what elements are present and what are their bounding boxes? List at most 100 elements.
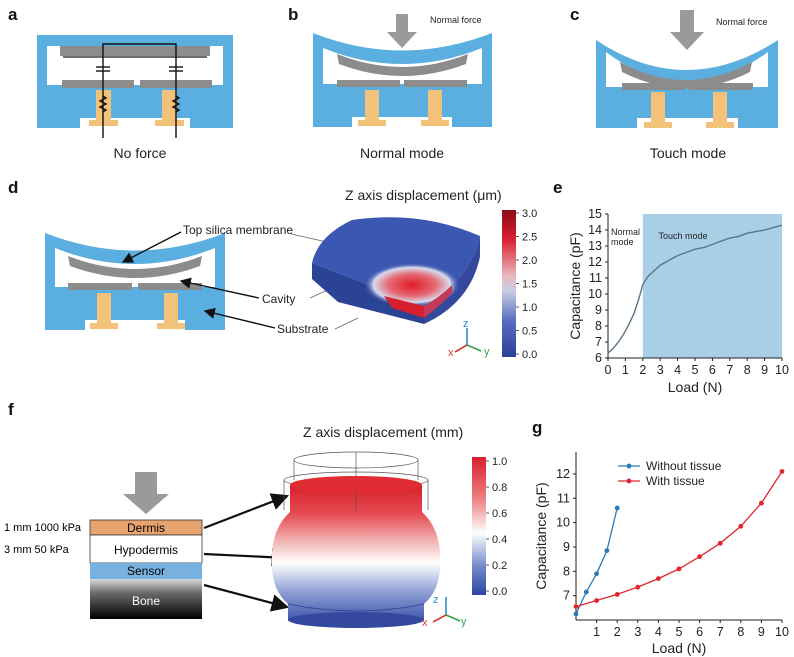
x-tick-label: 5	[676, 625, 683, 639]
data-point	[717, 540, 723, 546]
legend-marker	[626, 478, 632, 484]
x-tick-label: 1	[593, 625, 600, 639]
colorbar-tick-label: 0.6	[492, 508, 507, 520]
colorbar-f: 1.00.80.60.40.20.0	[472, 456, 507, 598]
data-point	[738, 523, 744, 529]
data-point	[573, 604, 579, 610]
colorbar-tick-label: 1.0	[492, 456, 507, 468]
data-point	[779, 469, 785, 474]
x-axis-label: Load (N)	[652, 640, 706, 656]
layer-dermis-label: Dermis	[127, 521, 165, 535]
data-point	[614, 592, 620, 597]
region-label-line: Normal	[611, 227, 640, 237]
data-point	[583, 589, 589, 595]
fem-quarter-disk-d	[312, 217, 480, 324]
sensor-schematic-b	[313, 33, 492, 127]
y-tick-label: 8	[563, 564, 570, 578]
x-tick-label: 0	[605, 363, 612, 377]
colorbar-tick-label: 0.8	[492, 482, 507, 494]
touch-mode-region	[642, 214, 782, 358]
region-label-touch: Touch mode	[658, 231, 707, 241]
force-arrow-icon	[387, 14, 417, 48]
x-tick-label: 8	[744, 363, 751, 377]
y-tick-label: 10	[556, 516, 570, 530]
series-line	[607, 224, 783, 354]
data-point	[635, 584, 641, 590]
sensor-schematic-c	[596, 40, 778, 128]
panel-d: d Z axis displacement (μm) Top silica me…	[8, 178, 537, 361]
legend-label: Without tissue	[646, 459, 722, 473]
x-tick-label: 4	[674, 363, 681, 377]
axis-z-label: z	[463, 318, 469, 330]
layer-hypodermis-spec: 3 mm 50 kPa	[4, 544, 70, 556]
sensor-schematic-a	[37, 35, 233, 138]
force-label-c: Normal force	[716, 17, 768, 27]
panel-e-label: e	[553, 178, 562, 197]
y-axis-label: Capacitance (pF)	[567, 232, 583, 339]
data-point	[604, 548, 610, 554]
axis-x-label: x	[448, 347, 454, 359]
x-tick-label: 10	[775, 625, 789, 639]
layer-sensor	[90, 563, 202, 579]
layer-bone	[90, 579, 202, 619]
colorbar-tick-label: 0.0	[522, 349, 537, 361]
data-point	[697, 554, 702, 560]
x-tick-label: 6	[709, 363, 716, 377]
legend-label: With tissue	[646, 474, 705, 488]
circuit-wires	[96, 43, 183, 138]
y-tick-label: 8	[595, 319, 602, 333]
substrate	[47, 85, 223, 118]
x-tick-label: 9	[761, 363, 768, 377]
x-tick-label: 1	[622, 363, 629, 377]
x-tick-label: 2	[614, 625, 621, 639]
caption-c: Touch mode	[650, 145, 726, 161]
colorbar-tick-label: 3.0	[522, 208, 537, 220]
x-tick-label: 7	[717, 625, 724, 639]
data-point	[594, 598, 599, 603]
colorbar-tick-label: 2.0	[522, 255, 537, 267]
y-tick-label: 6	[595, 351, 602, 365]
series-line-0	[575, 507, 618, 615]
colorbar-tick-label: 0.0	[492, 586, 507, 598]
x-tick-label: 2	[639, 363, 646, 377]
colorbar-d: 3.02.52.01.51.00.50.0	[502, 208, 537, 361]
layer-sensor-label: Sensor	[127, 564, 165, 578]
pillar-right	[162, 90, 177, 122]
y-tick-label: 13	[588, 239, 602, 253]
layer-hypodermis-label: Hypodermis	[114, 543, 178, 557]
x-tick-label: 7	[726, 363, 733, 377]
force-label-b: Normal force	[430, 15, 482, 25]
y-axis-label: Capacitance (pF)	[533, 482, 549, 589]
layer-dermis-spec: 1 mm 1000 kPa	[4, 522, 82, 534]
caption-a: No force	[114, 145, 167, 161]
panel-a: a No force	[8, 5, 233, 161]
colorbar-tick-label: 1.5	[522, 279, 537, 291]
panel-a-label: a	[8, 5, 18, 24]
panel-f: f Z axis displacement (mm) Dermis Hypode…	[4, 400, 507, 629]
layer-bone-label: Bone	[132, 594, 160, 608]
x-tick-label: 6	[696, 625, 703, 639]
y-tick-label: 7	[595, 335, 602, 349]
panel-c: c Normal force Touch mode	[570, 5, 778, 161]
data-point	[594, 571, 599, 577]
force-arrow-icon	[670, 10, 704, 50]
y-tick-label: 10	[588, 287, 602, 301]
x-tick-label: 8	[737, 625, 744, 639]
colorbar-tick-label: 0.4	[492, 534, 507, 546]
x-tick-label: 3	[634, 625, 641, 639]
tissue-stack: Dermis Hypodermis Sensor Bone 1 mm 1000 …	[4, 519, 203, 619]
x-axis-label: Load (N)	[668, 379, 722, 395]
data-point	[614, 505, 620, 511]
panel-b-label: b	[288, 5, 298, 24]
y-tick-label: 9	[595, 303, 602, 317]
load-arrow-icon	[123, 472, 169, 514]
top-electrode	[60, 46, 210, 56]
panel-g-label: g	[532, 418, 542, 437]
panel-d-label: d	[8, 178, 18, 197]
y-tick-label: 12	[556, 467, 570, 481]
